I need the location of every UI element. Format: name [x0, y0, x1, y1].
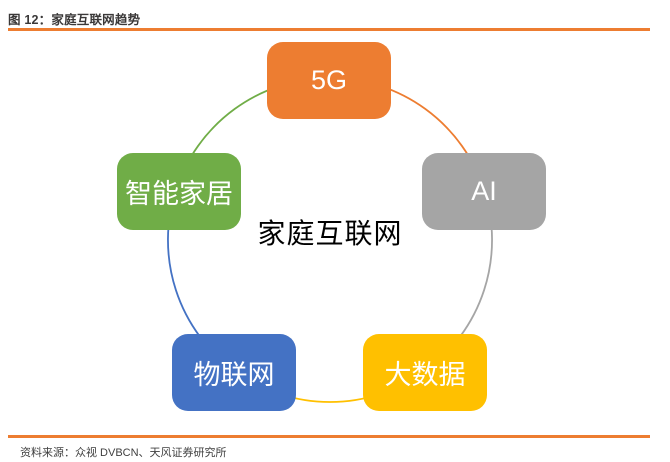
- top-divider: [8, 28, 650, 31]
- node-5g: 5G: [267, 42, 391, 119]
- source-note: 资料来源：众视 DVBCN、天风证券研究所: [20, 447, 227, 459]
- node-ai: AI: [422, 153, 546, 230]
- figure-title: 图 12：家庭互联网趋势: [8, 13, 141, 27]
- bottom-divider: [8, 435, 650, 438]
- node-big-data: 大数据: [363, 334, 487, 411]
- diagram-center-label: 家庭互联网: [257, 217, 403, 250]
- node-smart-home: 智能家居: [117, 153, 241, 230]
- node-iot: 物联网: [172, 334, 296, 411]
